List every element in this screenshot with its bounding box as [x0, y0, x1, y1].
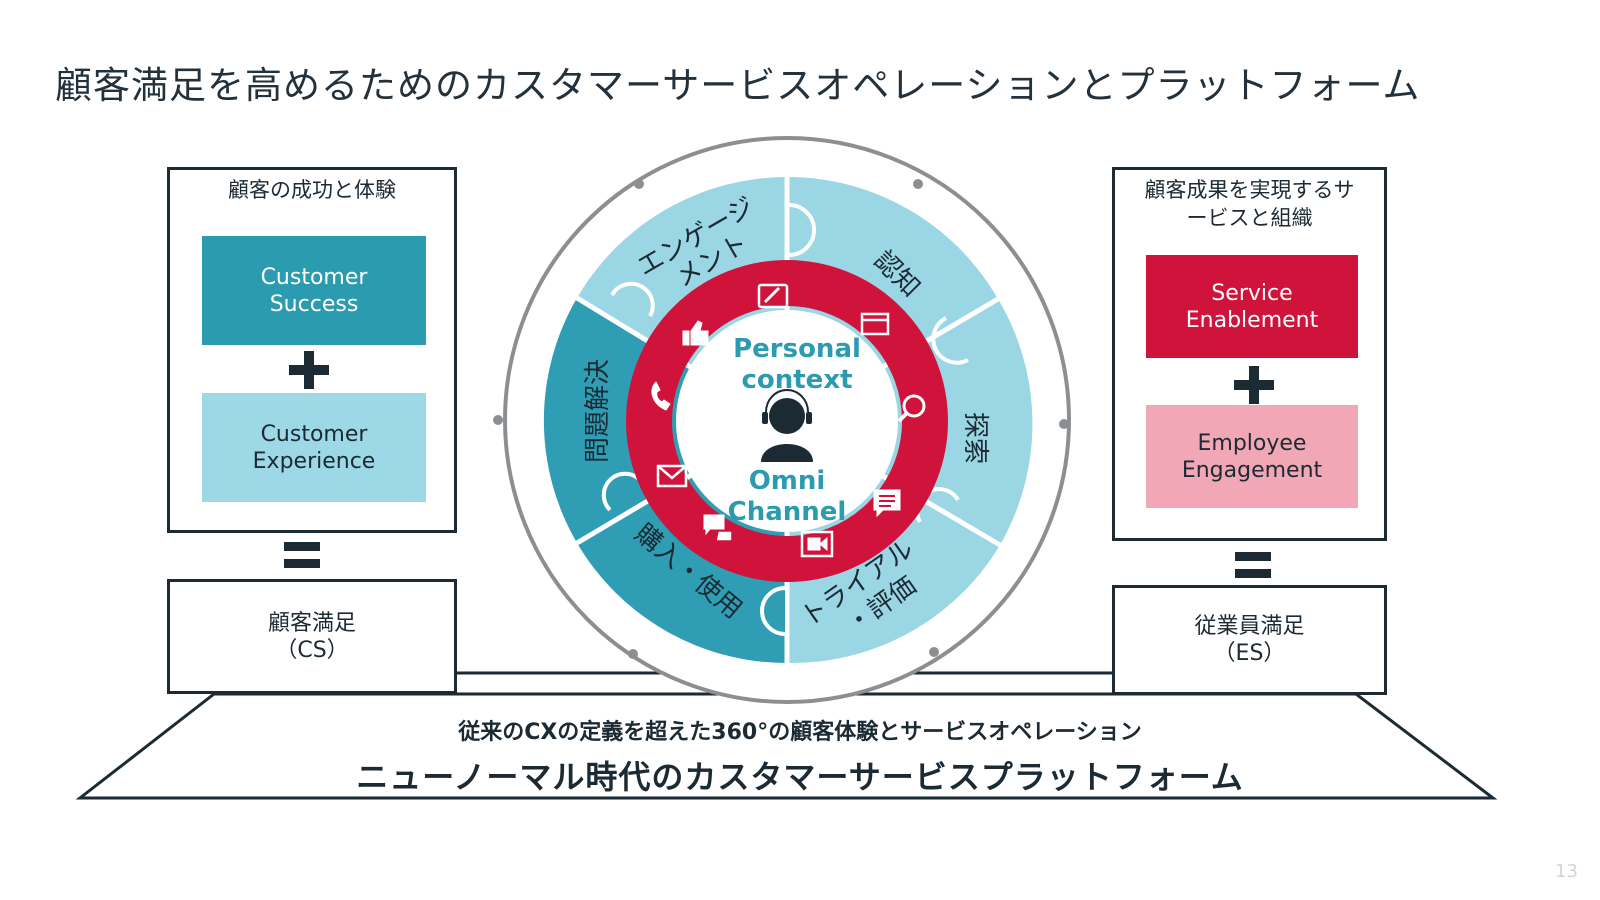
segment-label-exploration: 探索 [960, 412, 990, 464]
platform-subtitle: 従来のCXの定義を超えた360°の顧客体験とサービスオペレーション [458, 720, 1142, 745]
equals-icon [284, 542, 320, 570]
chat-bubbles-icon [703, 514, 733, 542]
video-icon [800, 530, 834, 558]
pen-icon [757, 283, 789, 309]
left-panel-title: 顧客の成功と体験 [228, 178, 396, 202]
center-channel-text: Channel [728, 497, 847, 527]
agent-headset-icon [761, 389, 813, 462]
plus-icon [1234, 366, 1274, 404]
center-omni-text: Omni [749, 466, 826, 496]
center-personal-text: Personal [733, 334, 861, 364]
right-panel-title: 顧客成果を実現するサ ービスと組織 [1144, 178, 1355, 230]
chat-document-icon [873, 489, 901, 518]
platform-title: ニューノーマル時代のカスタマーサービスプラットフォーム [356, 758, 1244, 796]
segment-label-problem-solving: 問題解決 [583, 359, 613, 463]
ring-dot [1059, 419, 1069, 429]
ring-dot [929, 647, 939, 657]
left-panel: 顧客の成功と体験 Customer Success Customer Exper… [167, 167, 457, 533]
customer-success-block: Customer Success [202, 236, 426, 345]
cs-result-box: 顧客満足 （CS） [167, 579, 457, 694]
phone-icon [651, 381, 671, 411]
center-context-text: context [741, 365, 852, 395]
channel-ring [626, 260, 948, 582]
service-enablement-block: Service Enablement [1146, 255, 1358, 358]
page-title: 顧客満足を高めるためのカスタマーサービスオペレーションとプラットフォーム [55, 64, 1421, 107]
search-icon [897, 394, 926, 423]
thumbs-up-icon [682, 320, 709, 346]
plus-icon [289, 351, 329, 389]
equals-icon [1235, 552, 1271, 580]
es-result-box: 従業員満足 （ES） [1112, 585, 1387, 695]
ring-dot [913, 179, 923, 189]
right-panel: 顧客成果を実現するサ ービスと組織 Service Enablement Emp… [1112, 167, 1387, 541]
employee-engagement-block: Employee Engagement [1146, 405, 1358, 508]
ring-dot [634, 179, 644, 189]
ring-dot [493, 415, 503, 425]
browser-icon [860, 312, 890, 336]
mail-icon [656, 464, 688, 488]
page-number: 13 [1555, 861, 1578, 882]
ring-dot [628, 649, 638, 659]
customer-experience-block: Customer Experience [202, 393, 426, 502]
